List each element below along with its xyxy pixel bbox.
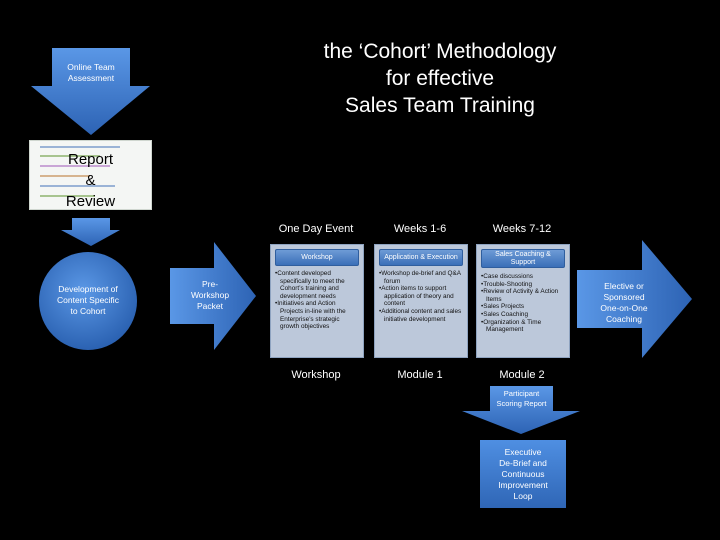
executive-box: [480, 440, 566, 508]
elective-line-3: One-on-One: [600, 303, 648, 313]
report-bar: [40, 155, 100, 157]
development-label: Development of Content Specific to Cohor…: [45, 284, 131, 317]
column-header-1: One Day Event: [278, 223, 354, 235]
application-bullets: Workshop de-brief and Q&A forum Action i…: [379, 270, 464, 323]
assessment-arrow-label: Online Team Assessment: [52, 62, 130, 84]
title-line-1: the ‘Cohort’ Methodology: [323, 40, 557, 63]
column-header-3: Weeks 7-12: [492, 223, 552, 235]
report-line-1: Report: [67, 151, 114, 168]
column-footer-3: Module 2: [499, 369, 545, 381]
scoring-line-2: Scoring Report: [496, 399, 547, 408]
column-footer-2: Module 1: [397, 369, 443, 381]
executive-label: Executive De-Brief and Continuous Improv…: [480, 447, 566, 502]
development-line-1: Development of: [58, 284, 118, 294]
assessment-line-1: Online Team: [67, 62, 115, 72]
scoring-line-1: Participant: [503, 389, 540, 398]
list-item: Workshop de-brief and Q&A forum: [379, 270, 464, 285]
column-header-2: Weeks 1-6: [393, 223, 447, 235]
coaching-bullets: Case discussions Trouble-Shooting Review…: [481, 273, 566, 334]
column-footer-1: Workshop: [291, 369, 341, 381]
report-box: Report & Review: [29, 140, 152, 210]
elective-line-2: Sponsored: [603, 292, 645, 302]
elective-arrow: [577, 240, 692, 358]
page-title: the ‘Cohort’ Methodology for effective S…: [280, 38, 600, 119]
report-bar: [40, 165, 110, 167]
title-line-3: Sales Team Training: [345, 94, 535, 117]
list-item: Content developed specifically to meet t…: [275, 270, 360, 300]
executive-line-4: Improvement: [498, 480, 548, 490]
report-bar: [40, 146, 120, 148]
elective-line-1: Elective or: [604, 281, 644, 291]
application-card: Application & Execution Workshop de-brie…: [374, 244, 468, 358]
executive-line-1: Executive: [504, 447, 542, 457]
scoring-label: Participant Scoring Report: [490, 389, 553, 409]
report-bar: [40, 185, 115, 187]
application-card-title: Application & Execution: [379, 249, 463, 266]
report-line-2: &: [85, 172, 96, 189]
preworkshop-arrow: [170, 242, 256, 350]
development-line-2: Content Specific: [57, 295, 119, 305]
coaching-card: Sales Coaching & Support Case discussion…: [476, 244, 570, 358]
development-circle: [39, 252, 137, 350]
development-line-3: to Cohort: [70, 306, 106, 316]
executive-line-5: Loop: [513, 491, 533, 501]
scoring-arrow: [462, 386, 580, 434]
list-item: Initiatives and Action Projects in-line …: [275, 300, 360, 330]
list-item: Sales Projects: [481, 303, 566, 311]
list-item: Action items to support application of t…: [379, 285, 464, 308]
list-item: Case discussions: [481, 273, 566, 281]
executive-line-2: De-Brief and: [499, 458, 547, 468]
assessment-line-2: Assessment: [67, 73, 115, 83]
preworkshop-line-3: Packet: [197, 301, 223, 311]
report-bar: [40, 175, 90, 177]
report-bar: [40, 195, 95, 197]
report-down-arrow: [61, 218, 120, 246]
executive-line-3: Continuous: [501, 469, 545, 479]
list-item: Review of Activity & Action Items: [481, 288, 566, 303]
elective-label: Elective or Sponsored One-on-One Coachin…: [588, 281, 660, 325]
preworkshop-line-2: Workshop: [190, 290, 230, 300]
assessment-arrow: [31, 48, 150, 135]
preworkshop-line-1: Pre-: [201, 279, 219, 289]
list-item: Additional content and sales initiative …: [379, 308, 464, 323]
report-line-3: Review: [65, 193, 116, 210]
list-item: Trouble-Shooting: [481, 281, 566, 289]
list-item: Sales Coaching: [481, 311, 566, 319]
list-item: Organization & Time Management: [481, 319, 566, 334]
elective-line-4: Coaching: [606, 314, 642, 324]
workshop-card-title: Workshop: [275, 249, 359, 266]
title-line-2: for effective: [385, 67, 495, 90]
workshop-bullets: Content developed specifically to meet t…: [275, 270, 360, 331]
preworkshop-label: Pre- Workshop Packet: [178, 279, 242, 312]
coaching-card-title: Sales Coaching & Support: [481, 249, 565, 268]
report-text: Report & Review: [30, 149, 151, 212]
workshop-card: Workshop Content developed specifically …: [270, 244, 364, 358]
